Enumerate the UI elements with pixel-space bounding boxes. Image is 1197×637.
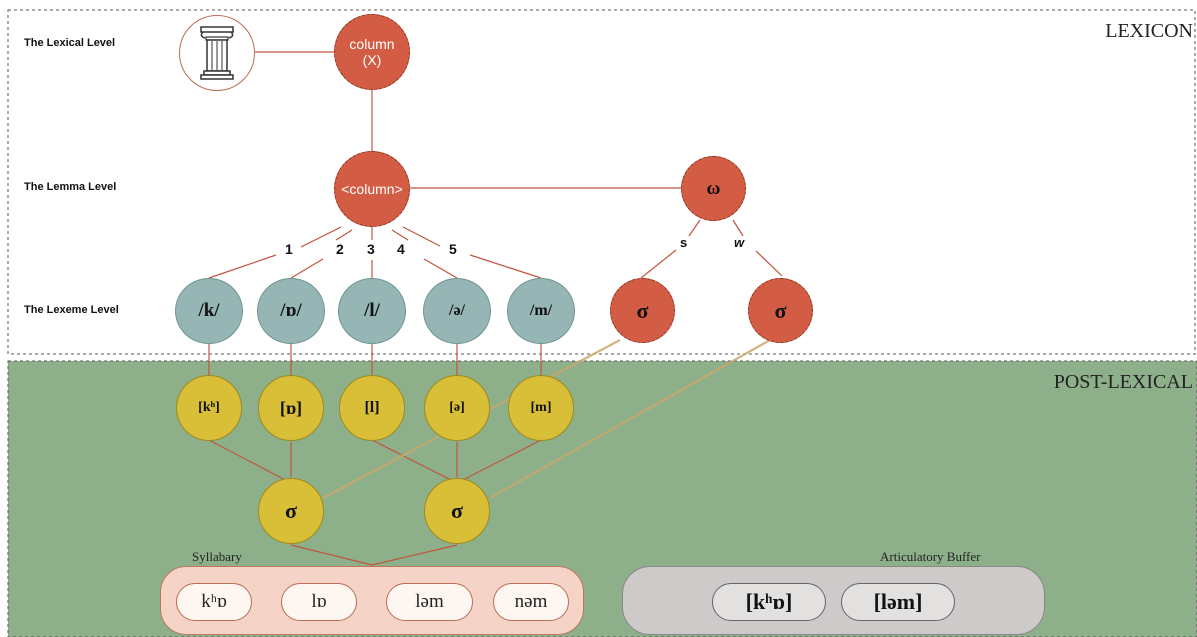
sigma-symbol: σ <box>285 498 297 523</box>
omega-symbol: ω <box>706 177 721 199</box>
lexeme-level-label: The Lexeme Level <box>24 304 119 316</box>
lexeme-open-back-o: /ɒ/ <box>257 278 325 344</box>
phone-open-back-o: [ɒ] <box>258 375 324 441</box>
word-w-link-top <box>732 219 744 237</box>
syllable-association-link-2 <box>489 339 771 499</box>
syllabary-item: kʰɒ <box>176 583 252 621</box>
lemma-node: <column> <box>334 151 410 227</box>
lemma-lexeme-link-1b <box>300 226 342 248</box>
sigma-symbol: σ <box>636 297 649 323</box>
lexeme-m: /m/ <box>507 278 575 344</box>
segment-number-3: 3 <box>367 241 375 257</box>
lemma-lexeme-link-1 <box>208 254 277 279</box>
post-lexical-title: POST-LEXICAL <box>1053 371 1193 393</box>
lemma-lexeme-link-5 <box>469 254 542 279</box>
phone-syl-link-1 <box>208 439 292 484</box>
lexical-node-word: column <box>349 36 395 52</box>
syl-syllabary-link-2 <box>371 544 458 566</box>
syl-syllabary-link-1 <box>290 544 373 566</box>
lemma-lexeme-link-4 <box>423 258 458 279</box>
lemma-lexeme-link-2 <box>290 258 324 279</box>
segment-number-1: 1 <box>285 241 293 257</box>
lemma-lexeme-link-5b <box>402 226 441 247</box>
buffer-item: [ləm] <box>841 583 955 621</box>
sigma-symbol: σ <box>774 297 787 323</box>
syllabary-item: ləm <box>386 583 473 621</box>
lexical-syllable-strong: σ <box>610 278 675 343</box>
lexical-node-variable: (X) <box>362 52 382 68</box>
buffer-item: [kʰɒ] <box>712 583 826 621</box>
articulatory-buffer-title: Articulatory Buffer <box>880 549 981 564</box>
syllabary-item: lɒ <box>281 583 357 621</box>
lexical-syllable-weak: σ <box>748 278 813 343</box>
lemma-level-label: The Lemma Level <box>24 181 117 193</box>
syllabary-title: Syllabary <box>192 549 242 564</box>
phone-syl-link-3 <box>371 439 458 484</box>
lemma-lexeme-link-2b <box>335 229 353 241</box>
weak-branch-label: w <box>734 235 745 250</box>
word-w-link <box>755 250 783 277</box>
lexical-concept-node <box>179 15 255 91</box>
lexical-node-column: column (X) <box>334 14 410 90</box>
strong-branch-label: s <box>680 235 688 250</box>
phone-schwa: [ə] <box>424 375 490 441</box>
phone-m: [m] <box>508 375 574 441</box>
phone-syl-link-5 <box>456 439 542 484</box>
articulatory-buffer-container <box>622 566 1045 635</box>
syllabary-item: nəm <box>493 583 569 621</box>
syllable-node-1: σ <box>258 478 324 544</box>
sigma-symbol: σ <box>451 498 463 523</box>
prosodic-word-node: ω <box>681 156 746 221</box>
word-s-link-top <box>688 219 701 237</box>
word-s-link <box>640 249 677 279</box>
segment-number-5: 5 <box>449 241 457 257</box>
lexeme-k: /k/ <box>175 278 243 344</box>
syllable-node-2: σ <box>424 478 490 544</box>
phone-l: [l] <box>339 375 405 441</box>
lexeme-l: /l/ <box>338 278 406 344</box>
column-pillar-icon <box>200 26 234 80</box>
lexicon-title: LEXICON <box>1105 20 1193 42</box>
segment-number-2: 2 <box>336 241 344 257</box>
segment-number-4: 4 <box>397 241 405 257</box>
phone-kh: [kʰ] <box>176 375 242 441</box>
lexeme-schwa: /ə/ <box>423 278 491 344</box>
lexical-level-label: The Lexical Level <box>24 37 116 49</box>
lemma-lexeme-link-4b <box>391 229 409 241</box>
